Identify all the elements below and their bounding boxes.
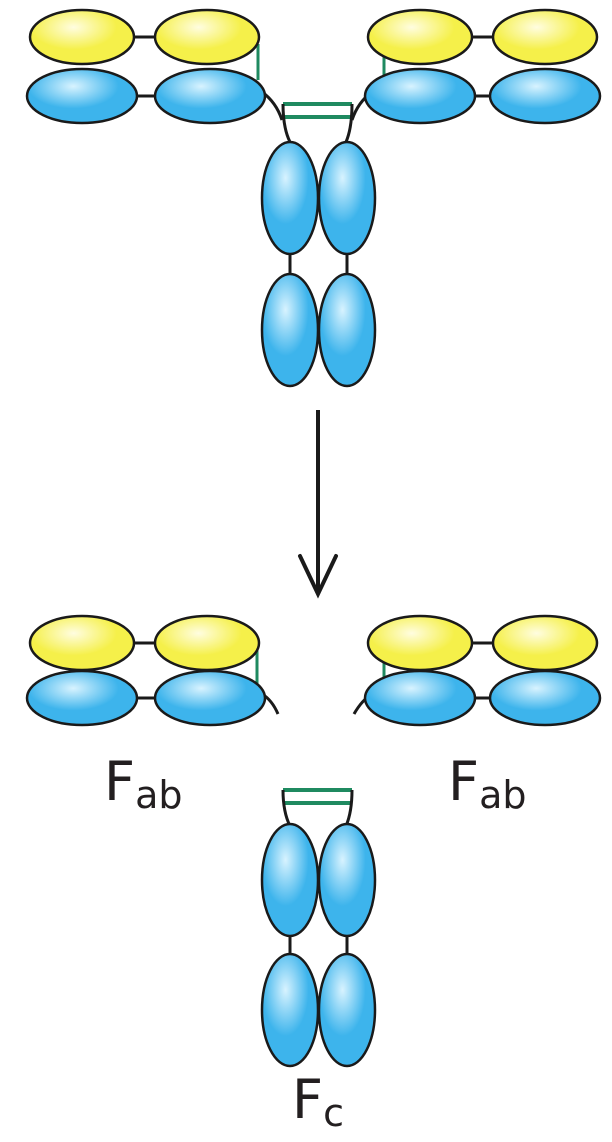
light-chain-domain <box>155 10 259 64</box>
heavy-chain-domain <box>319 274 375 386</box>
light-chain-domain <box>368 10 472 64</box>
heavy-chain-domain <box>262 824 318 936</box>
label-fab-right: Fab <box>448 750 526 817</box>
heavy-chain-domain <box>27 671 137 725</box>
heavy-chain-domain <box>490 69 600 123</box>
heavy-chain-domain <box>262 954 318 1066</box>
intact-antibody <box>27 10 600 386</box>
heavy-chain-domain <box>319 142 375 254</box>
intact-left-arm <box>27 10 282 123</box>
light-chain-domain <box>155 616 259 670</box>
label-fc: Fc <box>292 1068 344 1135</box>
light-chain-domain <box>493 616 597 670</box>
heavy-chain-domain <box>319 824 375 936</box>
light-chain-domain <box>30 10 134 64</box>
hinge-disulfide-bonds <box>283 104 352 117</box>
cleavage-arrow <box>300 410 336 594</box>
heavy-chain-domain <box>262 274 318 386</box>
heavy-chain-domain <box>155 69 265 123</box>
intact-fc-stem <box>262 104 375 386</box>
heavy-chain-domain <box>365 69 475 123</box>
heavy-chain-domain <box>262 142 318 254</box>
fab-fragment-right <box>354 616 600 725</box>
light-chain-domain <box>493 10 597 64</box>
fc-fragment <box>262 790 375 1066</box>
light-chain-domain <box>368 616 472 670</box>
label-fab-left: Fab <box>104 750 182 817</box>
heavy-chain-domain <box>27 69 137 123</box>
heavy-chain-domain <box>365 671 475 725</box>
heavy-chain-domain <box>490 671 600 725</box>
light-chain-domain <box>30 616 134 670</box>
intact-right-arm <box>352 10 600 123</box>
fab-fragment-left <box>27 616 278 725</box>
heavy-chain-domain <box>319 954 375 1066</box>
heavy-chain-domain <box>155 671 265 725</box>
